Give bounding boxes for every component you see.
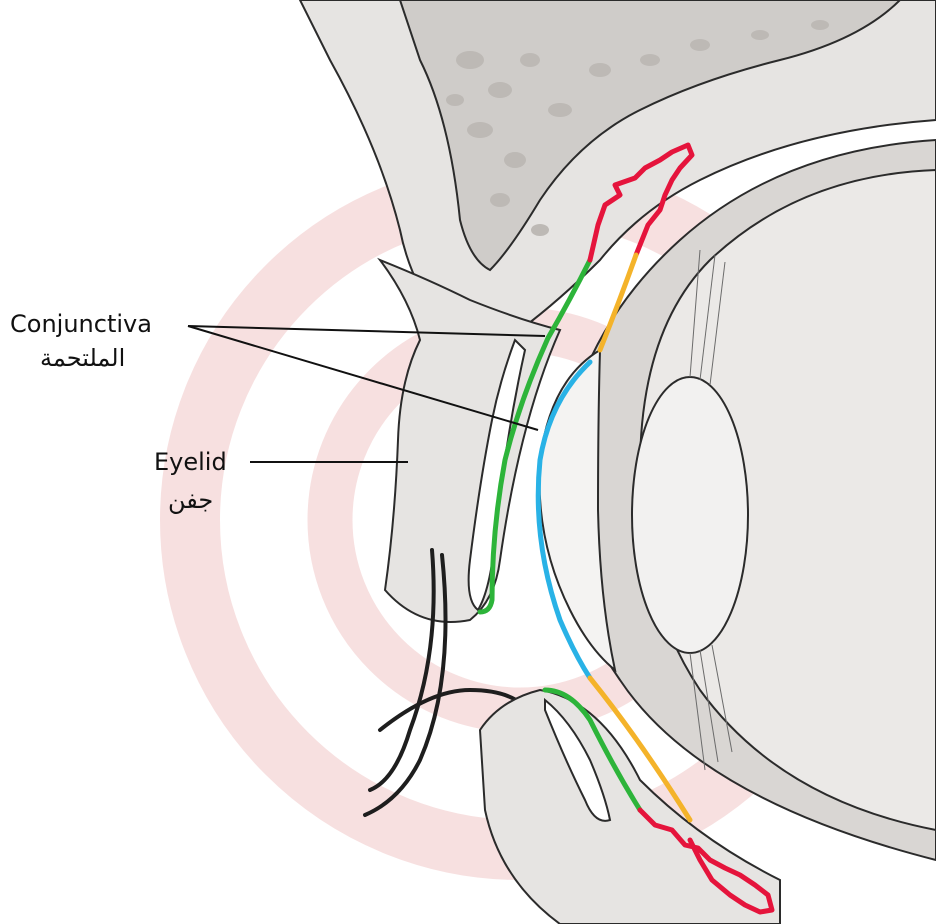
eyelid-label-arabic: جفن: [168, 488, 213, 512]
conjunctiva-label: Conjunctiva: [10, 312, 152, 336]
conjunctiva-label-arabic: الملتحمة: [40, 346, 125, 370]
lens: [632, 377, 748, 653]
eyelid-label: Eyelid: [154, 450, 227, 474]
